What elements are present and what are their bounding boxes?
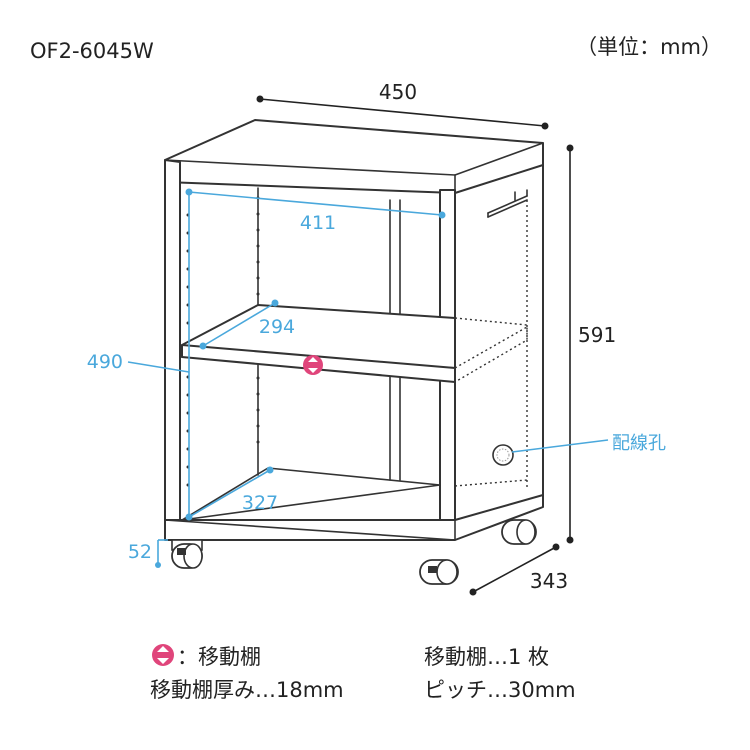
caster-front-right — [419, 559, 459, 585]
unit-label: （単位：mm） — [576, 35, 722, 59]
caster-front-left — [171, 539, 203, 569]
shelf-depth-label: 294 — [259, 316, 295, 338]
legend-marker-icon — [152, 644, 174, 666]
cable-hole-label: 配線孔 — [612, 433, 666, 454]
inner-width-label: 411 — [300, 212, 336, 234]
legend-shelf-thickness: 移動棚厚み…18mm — [150, 678, 344, 702]
width-label: 450 — [379, 80, 417, 104]
bottom-depth-label: 327 — [242, 492, 278, 514]
cable-hole-icon — [492, 444, 514, 466]
height-label: 591 — [578, 323, 616, 347]
model-number: OF2-6045W — [30, 39, 154, 63]
top-panel — [164, 119, 544, 194]
left-side-panel — [164, 159, 181, 521]
cable-hole-callout: 配線孔 — [511, 433, 666, 454]
bottom-inner — [181, 467, 441, 521]
clearance-label: 52 — [128, 541, 152, 563]
caster-back-right — [501, 519, 537, 545]
legend-pitch: ピッチ…30mm — [424, 678, 576, 702]
side-handle — [487, 189, 528, 218]
shelf-pin-holes-back — [256, 196, 260, 444]
depth-label: 343 — [530, 569, 568, 593]
interior-dimensions: 411 490 294 327 52 — [87, 188, 446, 568]
inner-height-label: 490 — [87, 351, 123, 373]
legend-shelf-count: 移動棚…1 枚 — [424, 645, 549, 669]
legend: ：移動棚 移動棚…1 枚 移動棚厚み…18mm ピッチ…30mm — [150, 644, 576, 702]
cabinet — [164, 119, 544, 585]
movable-shelf-marker-icon — [303, 355, 323, 375]
outer-dimensions: 450 591 343 — [256, 80, 616, 596]
legend-movable-shelf: ：移動棚 — [177, 645, 261, 669]
